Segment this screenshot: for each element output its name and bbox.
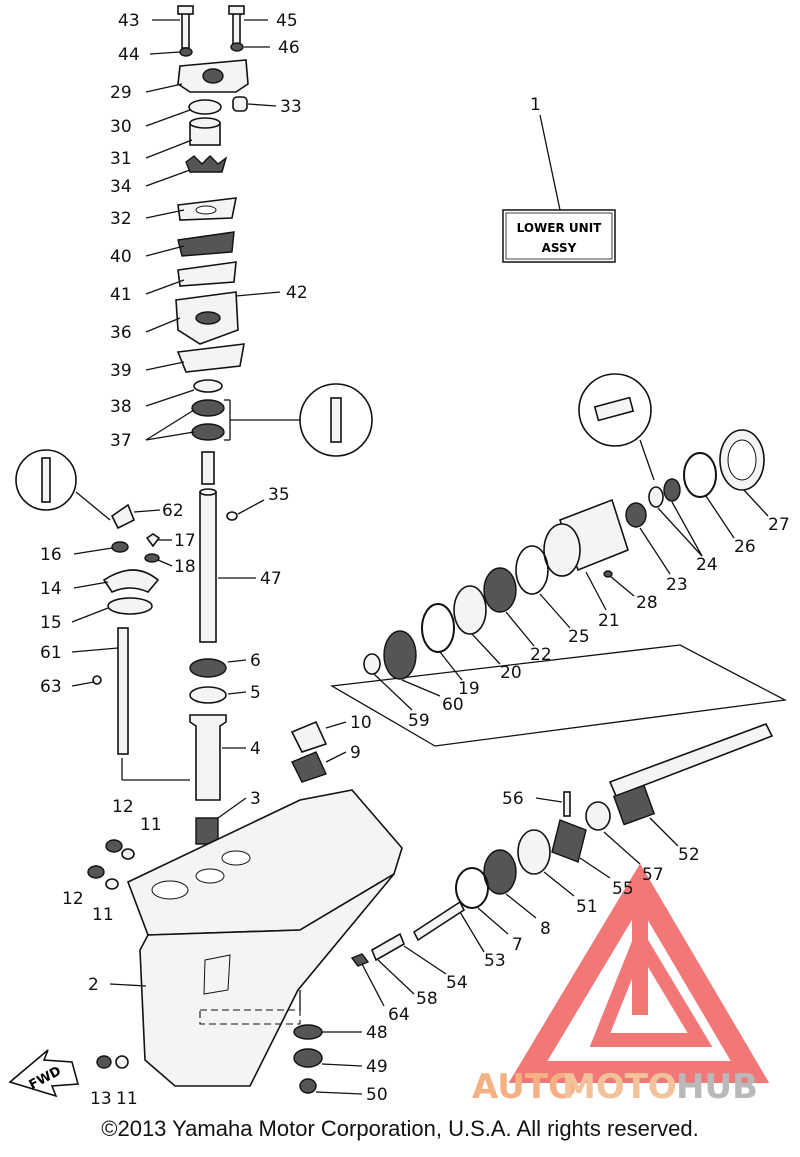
lower-casing <box>126 789 403 1087</box>
casing-screws <box>87 839 135 1069</box>
callout-17: 17 <box>174 531 196 551</box>
callout-48: 48 <box>366 1023 388 1043</box>
callout-22: 22 <box>530 645 552 665</box>
watermark-text-moto: MOTO <box>562 1067 677 1107</box>
callout-61: 61 <box>40 643 62 663</box>
callout-55: 55 <box>612 879 634 899</box>
callout-23: 23 <box>666 575 688 595</box>
callout-45: 45 <box>276 11 298 31</box>
callout-46: 46 <box>278 38 300 58</box>
callout-35: 35 <box>268 485 290 505</box>
callout-15: 15 <box>40 613 62 633</box>
clip-detail-37 <box>224 383 373 457</box>
callout-34: 34 <box>110 177 132 197</box>
watermark-text-auto: AUTO <box>472 1067 577 1107</box>
callout-60: 60 <box>442 695 464 715</box>
callout-37: 37 <box>110 431 132 451</box>
copyright-notice: ©2013 Yamaha Motor Corporation, U.S.A. A… <box>101 1116 699 1141</box>
callout-12-top: 12 <box>112 797 134 817</box>
propeller-shaft-housing-group <box>363 373 765 680</box>
bearing-stack <box>189 658 227 845</box>
callout-19: 19 <box>458 679 480 699</box>
callout-9: 9 <box>350 743 361 763</box>
callout-36: 36 <box>110 323 132 343</box>
assembly-label-line2: ASSY <box>542 241 577 255</box>
callout-43: 43 <box>118 11 140 31</box>
callout-24: 24 <box>696 555 718 575</box>
callout-14: 14 <box>40 579 62 599</box>
callout-42: 42 <box>286 283 308 303</box>
callout-3: 3 <box>250 789 261 809</box>
fwd-arrow: FWD <box>8 1049 80 1098</box>
callout-32: 32 <box>110 209 132 229</box>
callout-2: 2 <box>88 975 99 995</box>
callout-38: 38 <box>110 397 132 417</box>
water-tube-seals <box>290 720 328 783</box>
callout-52: 52 <box>678 845 700 865</box>
assembly-label-line1: LOWER UNIT <box>517 221 603 235</box>
callout-51: 51 <box>576 897 598 917</box>
callout-54: 54 <box>446 973 468 993</box>
callout-16: 16 <box>40 545 62 565</box>
callout-40: 40 <box>110 247 132 267</box>
callout-49: 49 <box>366 1057 388 1077</box>
callout-30: 30 <box>110 117 132 137</box>
callout-44: 44 <box>118 45 140 65</box>
callout-41: 41 <box>110 285 132 305</box>
callout-11-top: 11 <box>140 815 162 835</box>
callout-59: 59 <box>408 711 430 731</box>
callout-57: 57 <box>642 865 664 885</box>
prop-shaft-dashed-box <box>329 644 788 747</box>
propeller-shaft <box>350 722 774 967</box>
callout-63: 63 <box>40 677 62 697</box>
callout-56: 56 <box>502 789 524 809</box>
callout-11-lower: 11 <box>116 1089 138 1109</box>
callout-6: 6 <box>250 651 261 671</box>
callout-21: 21 <box>598 611 620 631</box>
callout-39: 39 <box>110 361 132 381</box>
watermark-text: AUTO MOTO HUB <box>472 1067 758 1107</box>
callout-1: 1 <box>530 95 541 115</box>
shift-rod-group <box>15 449 190 781</box>
watermark-text-hub: HUB <box>676 1067 758 1107</box>
callout-20: 20 <box>500 663 522 683</box>
callouts: 43 45 44 46 29 33 30 31 34 32 40 41 42 3… <box>40 11 790 1109</box>
gear-stack-bottom <box>293 1024 323 1094</box>
callout-33: 33 <box>280 97 302 117</box>
water-pump-stack <box>175 5 249 485</box>
callout-64: 64 <box>388 1005 410 1025</box>
callout-25: 25 <box>568 627 590 647</box>
callout-27: 27 <box>768 515 790 535</box>
callout-10: 10 <box>350 713 372 733</box>
callout-4: 4 <box>250 739 261 759</box>
callout-13: 13 <box>90 1089 112 1109</box>
callout-28: 28 <box>636 593 658 613</box>
callout-62: 62 <box>162 501 184 521</box>
watermark-logo <box>508 863 770 1083</box>
assembly-label-box: LOWER UNIT ASSY <box>502 114 616 263</box>
callout-31: 31 <box>110 149 132 169</box>
callout-8: 8 <box>540 919 551 939</box>
callout-7: 7 <box>512 935 523 955</box>
callout-58: 58 <box>416 989 438 1009</box>
drive-shaft <box>199 488 238 643</box>
callout-12-bottom: 12 <box>62 889 84 909</box>
callout-26: 26 <box>734 537 756 557</box>
callout-53: 53 <box>484 951 506 971</box>
callout-29: 29 <box>110 83 132 103</box>
callout-47: 47 <box>260 569 282 589</box>
callout-50: 50 <box>366 1085 388 1105</box>
callout-18: 18 <box>174 557 196 577</box>
callout-5: 5 <box>250 683 261 703</box>
callout-11-bottom: 11 <box>92 905 114 925</box>
